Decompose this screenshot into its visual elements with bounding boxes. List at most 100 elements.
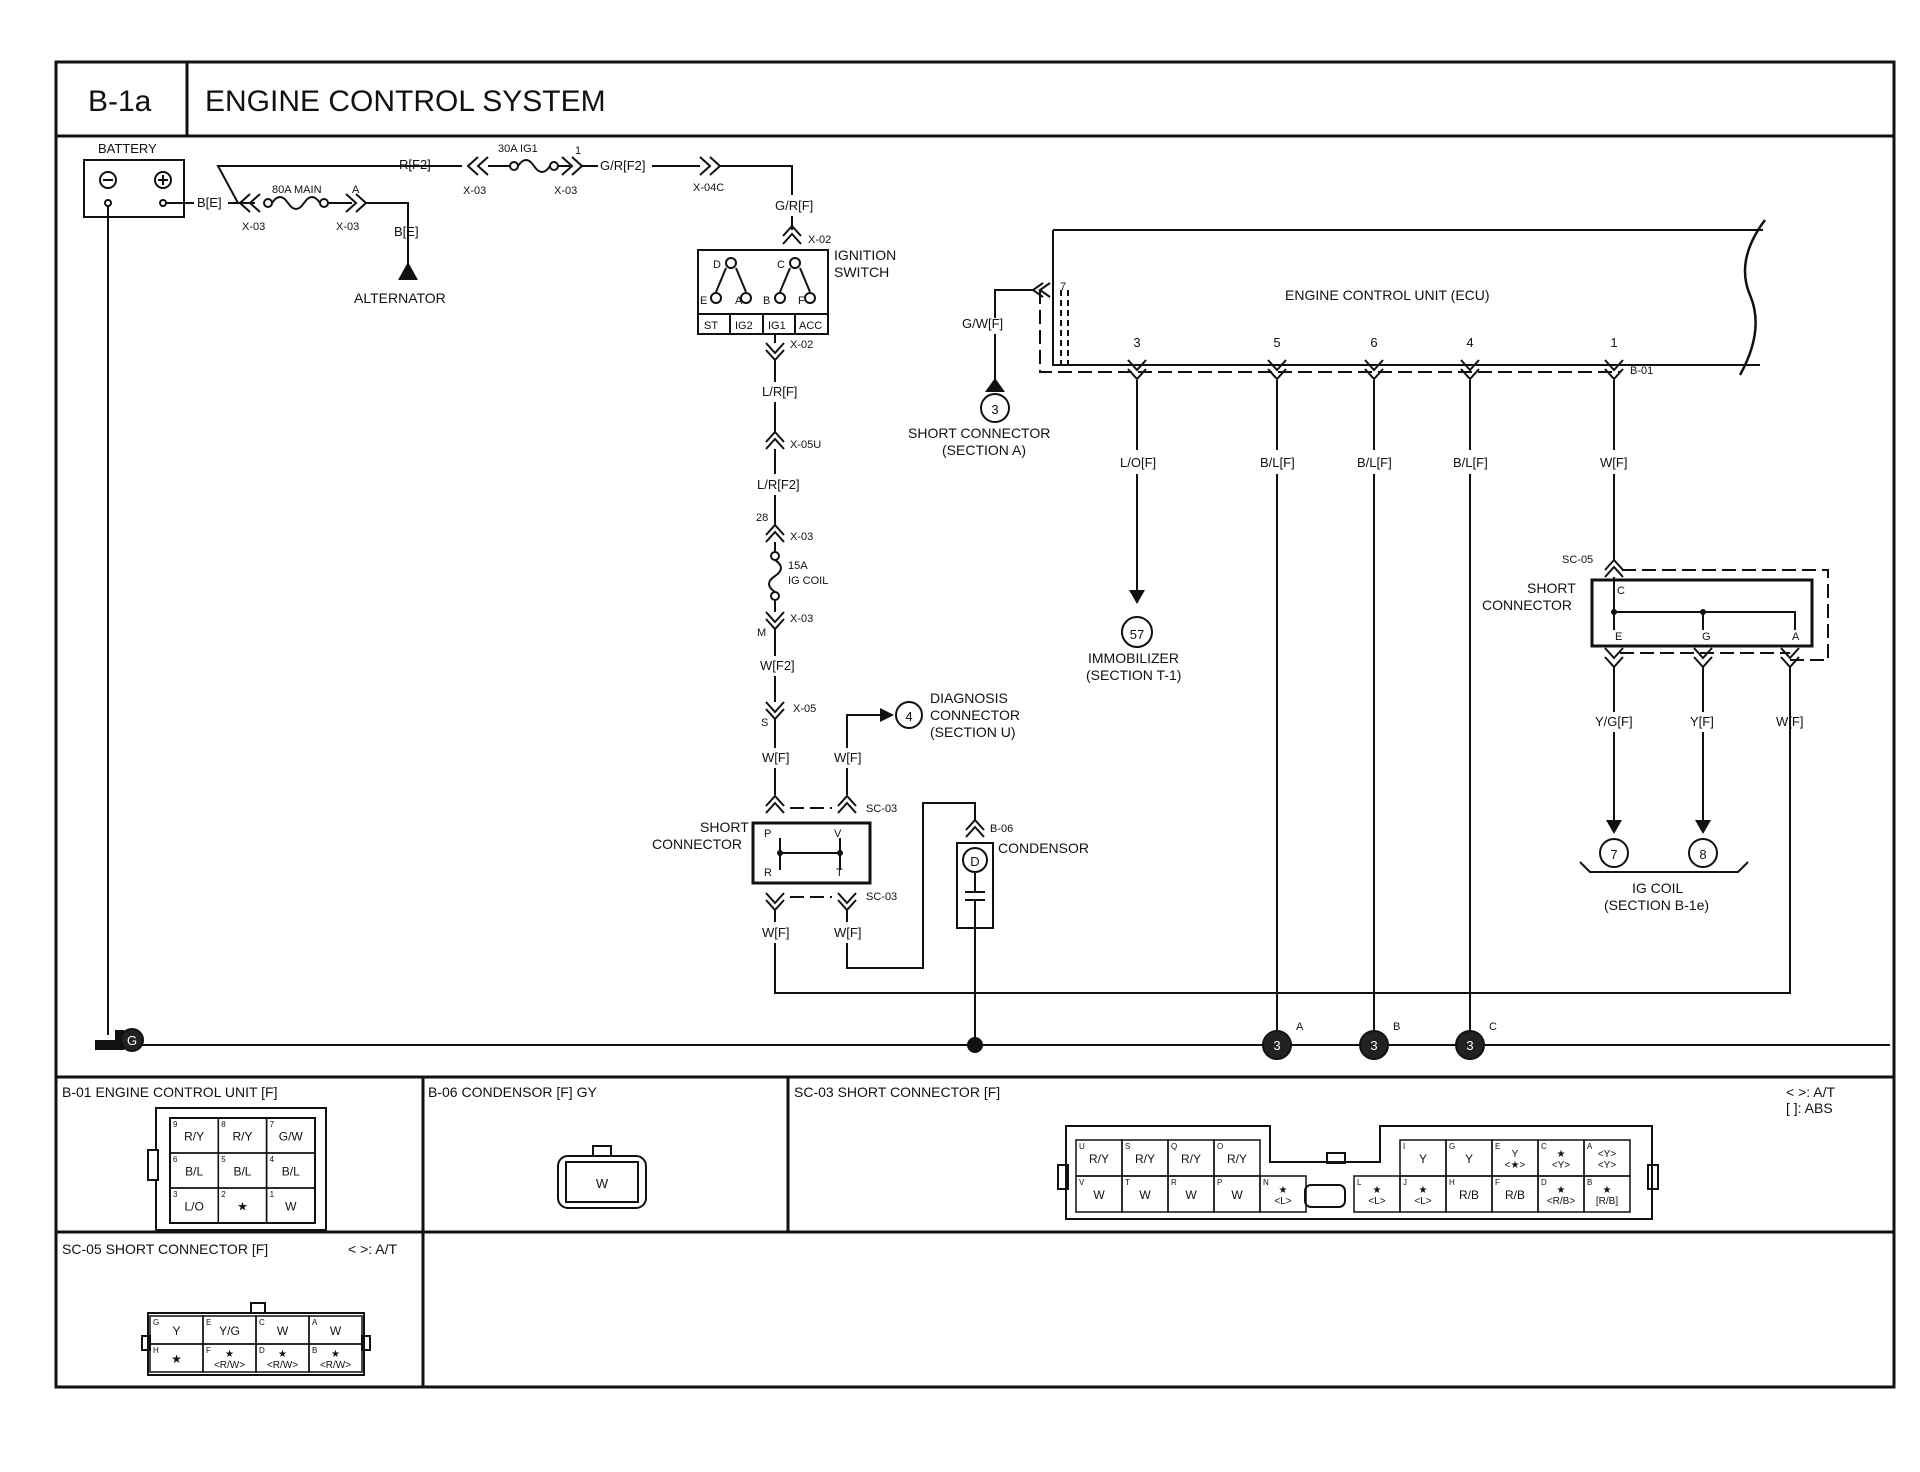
sc03-label-2: CONNECTOR xyxy=(652,836,742,852)
sc03-cell-I-number: I xyxy=(1403,1142,1405,1151)
ground-ref-b-num: 3 xyxy=(1370,1038,1377,1053)
ig-coil-label-2: (SECTION B-1e) xyxy=(1604,897,1709,913)
b01-cell-5-number: 5 xyxy=(221,1155,226,1164)
sc03-cell-H: HR/B xyxy=(1445,1175,1493,1213)
battery-label: BATTERY xyxy=(98,141,157,156)
connector-x03-a: X-03 xyxy=(242,221,265,233)
b01-cell-8-value: R/Y xyxy=(232,1130,252,1144)
b01-cell-4-value: B/L xyxy=(282,1165,300,1179)
ecu-pin-1: 1 xyxy=(1610,335,1617,350)
wire-label-w-f-2: W[F] xyxy=(834,750,861,765)
b01-cell-1-number: 1 xyxy=(270,1190,275,1199)
panel-sc05-title: SC-05 SHORT CONNECTOR [F] xyxy=(62,1241,268,1257)
ref-coil-b-icon xyxy=(1688,838,1718,868)
connector-x03-b: X-03 xyxy=(336,221,359,233)
wire-label-w-f-3: W[F] xyxy=(762,925,789,940)
ground-ref-a-icon xyxy=(1262,1030,1292,1060)
b01-cell-3-value: L/O xyxy=(184,1200,203,1214)
section-title: ENGINE CONTROL SYSTEM xyxy=(205,85,606,118)
wire-label-alt: B[E] xyxy=(394,224,419,239)
panel-b06-title: B-06 CONDENSOR [F] GY xyxy=(428,1084,597,1100)
connector-sc05: SC-05 xyxy=(1562,554,1593,566)
connector-sc03-top: SC-03 xyxy=(866,803,897,815)
wire-label-w-f-4: W[F] xyxy=(834,925,861,940)
b01-cell-2-value: ★ xyxy=(237,1200,248,1214)
sc03-cell-Q-value: R/Y xyxy=(1181,1152,1201,1166)
ground-ref-c-icon xyxy=(1455,1030,1485,1060)
connector-x02-bottom: X-02 xyxy=(790,339,813,351)
sc03-cell-L: L★<L> xyxy=(1353,1175,1401,1213)
sc03-cell-O-value: R/Y xyxy=(1227,1152,1247,1166)
pin-28: 28 xyxy=(756,512,768,524)
wire-label-l-r-f2: L/R[F2] xyxy=(757,477,800,492)
ign-term-d: D xyxy=(713,259,721,271)
pin-1-ig1: 1 xyxy=(575,145,581,157)
sc03-cell-L-number: L xyxy=(1357,1178,1362,1187)
fuse-ig-coil-icon xyxy=(768,559,782,593)
b01-cell-4-number: 4 xyxy=(270,1155,275,1164)
sc03-cell-Q-number: Q xyxy=(1171,1142,1177,1151)
ign-pos-st: ST xyxy=(704,320,718,332)
ground-ref-b-icon xyxy=(1359,1030,1389,1060)
b01-cell-3: 3L/O xyxy=(169,1187,220,1224)
sc05-cell-G-value: Y xyxy=(172,1324,180,1338)
sc03-cell-B: B★[R/B] xyxy=(1583,1175,1631,1213)
ref-short-conn-icon xyxy=(980,393,1010,423)
sc03-cell-C-number: C xyxy=(1541,1142,1547,1151)
sc03-cell-E-number: E xyxy=(1495,1142,1500,1151)
sc03-pin-p: P xyxy=(764,828,771,840)
wire-label-w-f2: W[F2] xyxy=(760,658,795,673)
sc03-cell-T: TW xyxy=(1121,1175,1169,1213)
sc03-cell-R-value: W xyxy=(1185,1188,1197,1202)
sc05-pin-c: C xyxy=(1617,585,1625,597)
ref-immobilizer-icon xyxy=(1121,616,1153,648)
diag-label-3: (SECTION U) xyxy=(930,724,1016,740)
wire-label-g-w-f: G/W[F] xyxy=(962,316,1003,331)
panel-b06-value: W xyxy=(596,1176,609,1191)
fuse-ig-coil-name: IG COIL xyxy=(788,575,828,587)
b01-cell-7-value: G/W xyxy=(279,1130,304,1144)
sc03-cell-V-number: V xyxy=(1079,1178,1085,1187)
sc05-label-2: CONNECTOR xyxy=(1482,597,1572,613)
sc03-cell-J-value: ★ xyxy=(1419,1185,1428,1196)
wire-label-g-r-f: G/R[F] xyxy=(775,198,813,213)
ref-short-conn: 3 xyxy=(991,402,998,417)
b01-cell-6-number: 6 xyxy=(173,1155,178,1164)
sc03-cell-H-value: R/B xyxy=(1459,1188,1479,1202)
b01-cell-9-number: 9 xyxy=(173,1120,178,1129)
sc05-cell-B: B★<R/W> xyxy=(308,1343,363,1373)
sc05-cell-E: EY/G xyxy=(202,1315,257,1345)
connector-sc03-bottom: SC-03 xyxy=(866,891,897,903)
pin-a-main: A xyxy=(352,184,360,196)
b01-cell-8-number: 8 xyxy=(221,1120,226,1129)
connector-x05: X-05 xyxy=(793,703,816,715)
wire-label-r-f2: R[F2] xyxy=(399,157,431,172)
sc03-pin-v: V xyxy=(834,828,842,840)
sc03-cell-T-number: T xyxy=(1125,1178,1130,1187)
sc05-cell-D-number: D xyxy=(259,1346,265,1355)
ign-pos-ig2: IG2 xyxy=(735,320,753,332)
connector-b01: B-01 xyxy=(1630,365,1653,377)
sc03-cell-S: SR/Y xyxy=(1121,1139,1169,1177)
ref-diagnosis-icon xyxy=(895,701,923,729)
panel-sc03-connector: UR/YSR/YQR/YOR/YVWTWRWPWN★<L>IYGYEY<★>C★… xyxy=(1057,1125,1659,1220)
sc05-cell-H-value: ★ xyxy=(171,1352,182,1366)
sc05-cell-E-number: E xyxy=(206,1318,211,1327)
ig-coil-label-1: IG COIL xyxy=(1632,880,1684,896)
alternator-icon xyxy=(398,262,418,280)
sc03-cell-J-value: <L> xyxy=(1414,1196,1431,1207)
sc03-cell-Q: Q R/Y xyxy=(1167,1139,1215,1177)
panel-b01-connector: 9R/Y8R/Y7G/W6B/L5B/L4B/L3L/O2★1W xyxy=(147,1107,327,1231)
ign-term-c: C xyxy=(777,259,785,271)
connector-x02-top: X-02 xyxy=(808,234,831,246)
connector-x03-c: X-03 xyxy=(463,185,486,197)
sc05-cell-F: F★<R/W> xyxy=(202,1343,257,1373)
wire-label-y-f: Y[F] xyxy=(1690,714,1714,729)
fuse-ig1-label: 30A IG1 xyxy=(498,143,538,155)
sc03-cell-D: D★<R/B> xyxy=(1537,1175,1585,1213)
sc05-pin-e: E xyxy=(1615,631,1622,643)
sc05-cell-C: CW xyxy=(255,1315,310,1345)
ref-immobilizer: 57 xyxy=(1130,627,1144,642)
ecu-pin-4: 4 xyxy=(1466,335,1473,350)
sc03-cell-S-number: S xyxy=(1125,1142,1130,1151)
